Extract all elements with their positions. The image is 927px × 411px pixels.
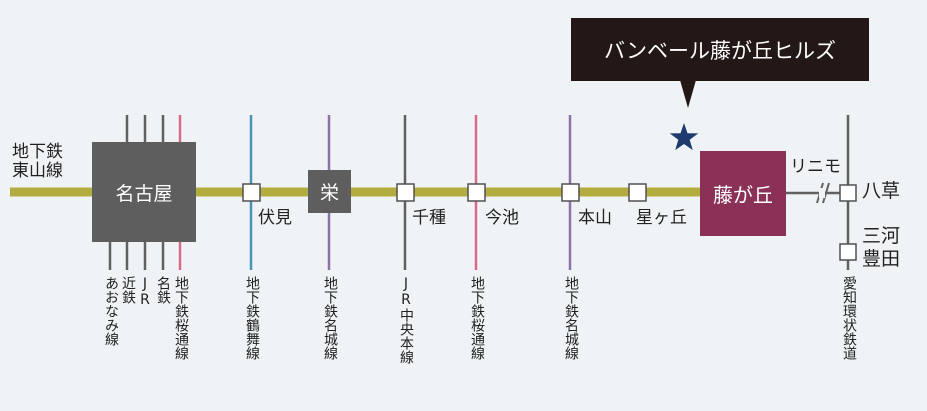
mikawa-toyota-line2: 豊田: [862, 248, 901, 270]
yakusa-label: 八草: [862, 180, 901, 202]
tsurumai-line-label: 地下鉄鶴舞線: [244, 276, 260, 360]
kintetsu-label: 近鉄: [120, 276, 136, 304]
mikawa-toyota-label: 三河 豊田: [862, 225, 900, 271]
sakae-station: 栄: [308, 170, 351, 213]
sakuradori-line-label-imaike: 地下鉄桜通線: [469, 276, 485, 360]
higashiyama-line-label: 地下鉄 東山線: [12, 143, 63, 181]
chikusa-label: 千種: [412, 208, 446, 228]
nagoya-station-label: 名古屋: [115, 182, 173, 205]
station-marker-mikawa-toyota: [839, 243, 857, 261]
property-callout: バンベール藤が丘ヒルズ: [571, 18, 869, 81]
station-marker-fushimi: [242, 183, 261, 202]
hoshigaoka-label: 星ヶ丘: [636, 208, 687, 228]
meitetsu-label: 名鉄: [155, 276, 171, 304]
meijo-line-label-sakae: 地下鉄名城線: [322, 276, 338, 360]
higashiyama-label-line1: 地下鉄: [12, 142, 63, 162]
nagoya-sakuradori-label: 地下鉄桜通線: [173, 276, 189, 360]
station-marker-imaike: [467, 183, 486, 202]
motoyama-label: 本山: [578, 208, 612, 228]
meijo-line-label-motoyama: 地下鉄名城線: [563, 276, 579, 360]
station-marker-yakusa: [839, 184, 857, 202]
aonami-line-label: あおなみ線: [103, 276, 119, 346]
linimo-break-mark-2: [822, 182, 830, 204]
mikawa-toyota-line1: 三河: [862, 225, 901, 247]
fujigaoka-station-label: 藤が丘: [713, 183, 773, 207]
linimo-label: リニモ: [790, 157, 841, 177]
aikan-line-label: 愛知環状鉄道: [841, 276, 857, 360]
linimo-break-gap: [819, 188, 825, 198]
higashiyama-label-line2: 東山線: [12, 161, 63, 181]
callout-pointer: [680, 80, 696, 108]
imaike-label: 今池: [485, 208, 519, 228]
jr-label: JR: [137, 276, 153, 308]
fujigaoka-station: 藤が丘: [700, 151, 786, 236]
station-marker-motoyama: [561, 183, 580, 202]
nagoya-station: 名古屋: [92, 142, 196, 242]
star-icon: [669, 123, 699, 151]
sakae-station-label: 栄: [319, 182, 339, 204]
chuo-main-line-label: JR中央本線: [398, 276, 414, 364]
station-marker-hoshigaoka: [628, 183, 647, 202]
fushimi-label: 伏見: [258, 208, 292, 228]
station-marker-chikusa: [396, 183, 415, 202]
property-name: バンベール藤が丘ヒルズ: [603, 38, 837, 63]
